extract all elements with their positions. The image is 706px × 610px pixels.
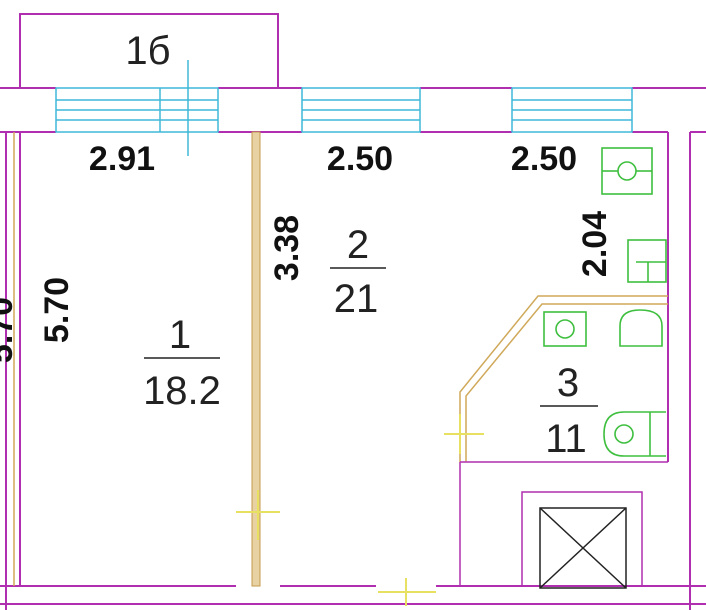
washbasin-icon [543, 311, 587, 347]
balcony-label: 1б [125, 29, 170, 73]
room1-length: 5.70 [38, 277, 76, 343]
partitions [13, 131, 668, 587]
room1-width: 2.91 [89, 140, 155, 178]
room-2-number: 2 [347, 223, 369, 267]
toilet-icon [619, 309, 663, 347]
room-3-number: 3 [557, 361, 579, 405]
lift-shaft [521, 491, 643, 589]
room2-length: 3.38 [268, 215, 306, 281]
room-2-area: 21 [334, 277, 379, 321]
door-marks [236, 414, 484, 606]
room-2-label: 2 21 [330, 223, 386, 321]
left-edge-dimension: 5.70 [0, 297, 20, 363]
sink-icon [601, 147, 653, 195]
room-1-label: 1 18.2 [143, 313, 221, 413]
room-1-number: 1 [169, 313, 191, 357]
room-1-area: 18.2 [143, 369, 221, 413]
room-3-area: 11 [545, 417, 587, 461]
fixtures [543, 147, 667, 457]
room2-width: 2.50 [327, 140, 393, 178]
room3-width: 2.50 [511, 140, 577, 178]
outer-walls [0, 87, 706, 610]
room3-length: 2.04 [576, 211, 614, 277]
bathtub-icon [603, 411, 666, 457]
windows [55, 60, 633, 156]
balcony [19, 13, 279, 88]
stove-icon [627, 239, 667, 283]
room-3-label: 3 11 [540, 361, 598, 461]
